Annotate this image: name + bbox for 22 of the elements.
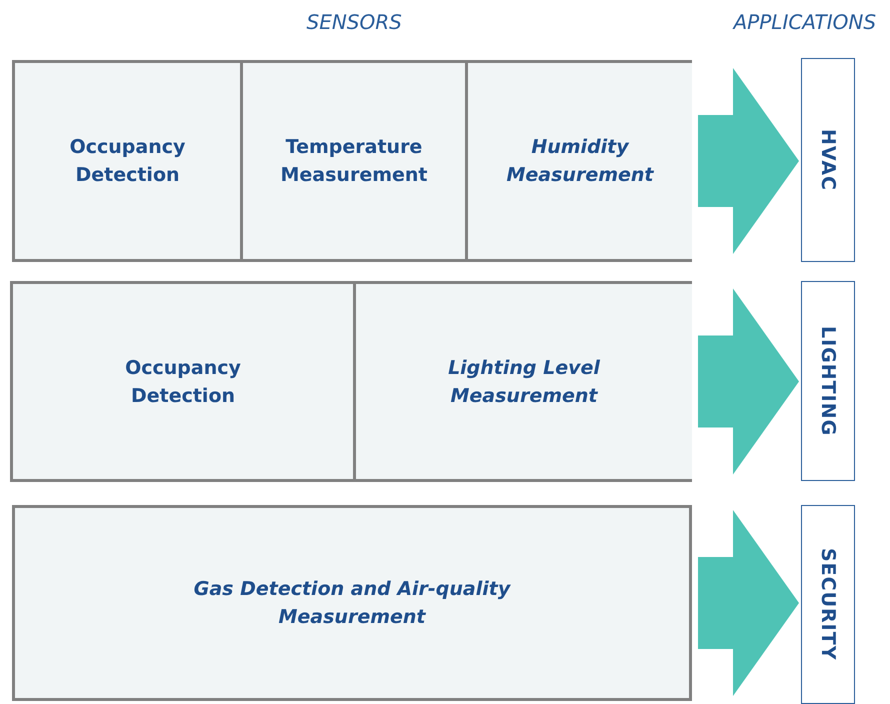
sensor-label: Humidity Measurement [506,135,655,188]
sensor-row-box [12,505,692,701]
application-label: LIGHTING [816,326,840,436]
application-box [801,58,855,262]
sensor-row-box [12,60,692,262]
block-arrow [698,288,799,474]
sensor-label: Occupancy Detection [124,356,242,408]
block-arrow [698,68,799,254]
sensor-cell [465,63,692,259]
column-heading: SENSORS [306,10,402,34]
application-label: HVAC [816,129,840,191]
application-box [801,281,855,481]
sensor-cell [353,284,692,479]
sensor-label: Lighting Level Measurement [447,356,601,408]
application-label: SECURITY [816,548,840,661]
application-box [801,505,855,704]
sensor-label: Gas Detection and Air-quality Measurement [192,577,512,630]
sensor-row-box [10,281,692,482]
sensor-label: Temperature Measurement [280,135,428,188]
block-arrow [698,510,799,696]
column-heading: APPLICATIONS [734,10,876,34]
sensor-label: Occupancy Detection [68,135,186,188]
